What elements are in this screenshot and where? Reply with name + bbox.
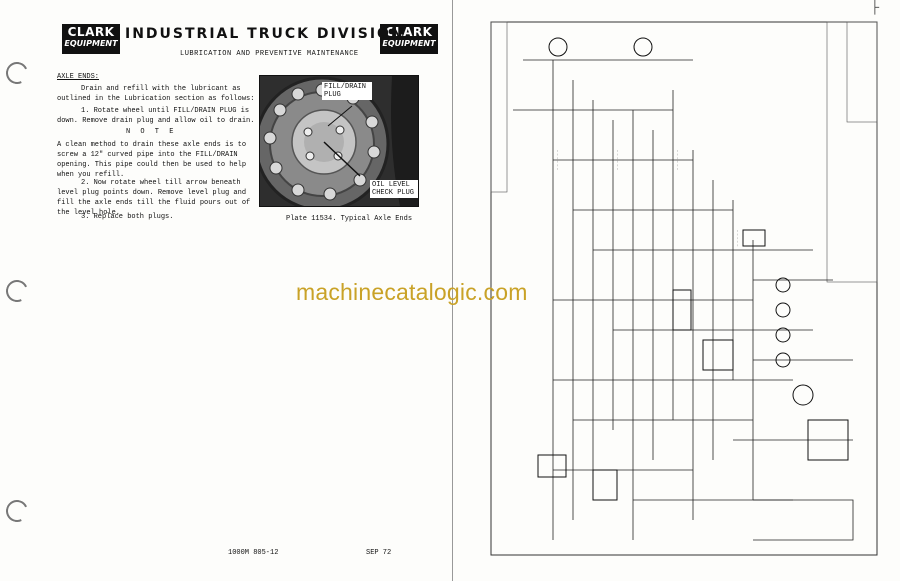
oil-level-label: OIL LEVEL CHECK PLUG bbox=[370, 180, 418, 198]
footer-code: 1000M 805-12 bbox=[228, 549, 279, 557]
punch-hole bbox=[2, 496, 32, 526]
logo-line1: CLARK bbox=[67, 25, 115, 39]
logo-line1: CLARK bbox=[385, 25, 433, 39]
logo-line2: EQUIPMENT bbox=[64, 39, 118, 48]
step-1: 1. Rotate wheel until FILL/DRAIN PLUG is… bbox=[57, 107, 255, 125]
clark-logo-left: CLARK EQUIPMENT bbox=[62, 24, 120, 54]
corner-mark: ├ bbox=[870, 0, 879, 14]
footer-date: SEP 72 bbox=[366, 549, 392, 557]
punch-hole bbox=[2, 58, 32, 88]
punch-hole bbox=[2, 276, 32, 306]
intro-paragraph: Drain and refill with the lubricant as o… bbox=[57, 85, 255, 103]
section-heading: AXLE ENDS: bbox=[57, 73, 100, 81]
svg-text:— — — — — —: — — — — — — bbox=[616, 149, 619, 170]
svg-text:— — — — — —: — — — — — — bbox=[556, 149, 559, 170]
page-subtitle: LUBRICATION AND PREVENTIVE MAINTENANCE bbox=[180, 50, 359, 58]
svg-text:— — — — —: — — — — — bbox=[736, 229, 739, 246]
logo-line2: EQUIPMENT bbox=[382, 39, 436, 48]
note-heading: N O T E bbox=[126, 128, 177, 136]
watermark-text: machinecatalogic.com bbox=[296, 279, 528, 305]
clark-logo-right: CLARK EQUIPMENT bbox=[380, 24, 438, 54]
axle-hub-illustration bbox=[260, 76, 418, 206]
right-page: ├ bbox=[452, 0, 900, 581]
axle-end-photo: FILL/DRAIN PLUG OIL LEVEL CHECK PLUG bbox=[259, 75, 419, 207]
fill-drain-label: FILL/DRAIN PLUG bbox=[322, 82, 372, 100]
page-title: INDUSTRIAL TRUCK DIVISION bbox=[125, 26, 405, 42]
left-page: CLARK EQUIPMENT CLARK EQUIPMENT INDUSTRI… bbox=[2, 24, 438, 557]
svg-text:— — — — — —: — — — — — — bbox=[676, 149, 679, 170]
note-text: A clean method to drain these axle ends … bbox=[57, 141, 247, 179]
wiring-diagram: — — — — — — — — — — — — — — — — — — — — … bbox=[490, 21, 878, 556]
plate-caption: Plate 11534. Typical Axle Ends bbox=[286, 215, 413, 223]
step-3: 3. Replace both plugs. bbox=[81, 213, 174, 221]
step-2: 2. Now rotate wheel till arrow beneath l… bbox=[57, 179, 251, 217]
